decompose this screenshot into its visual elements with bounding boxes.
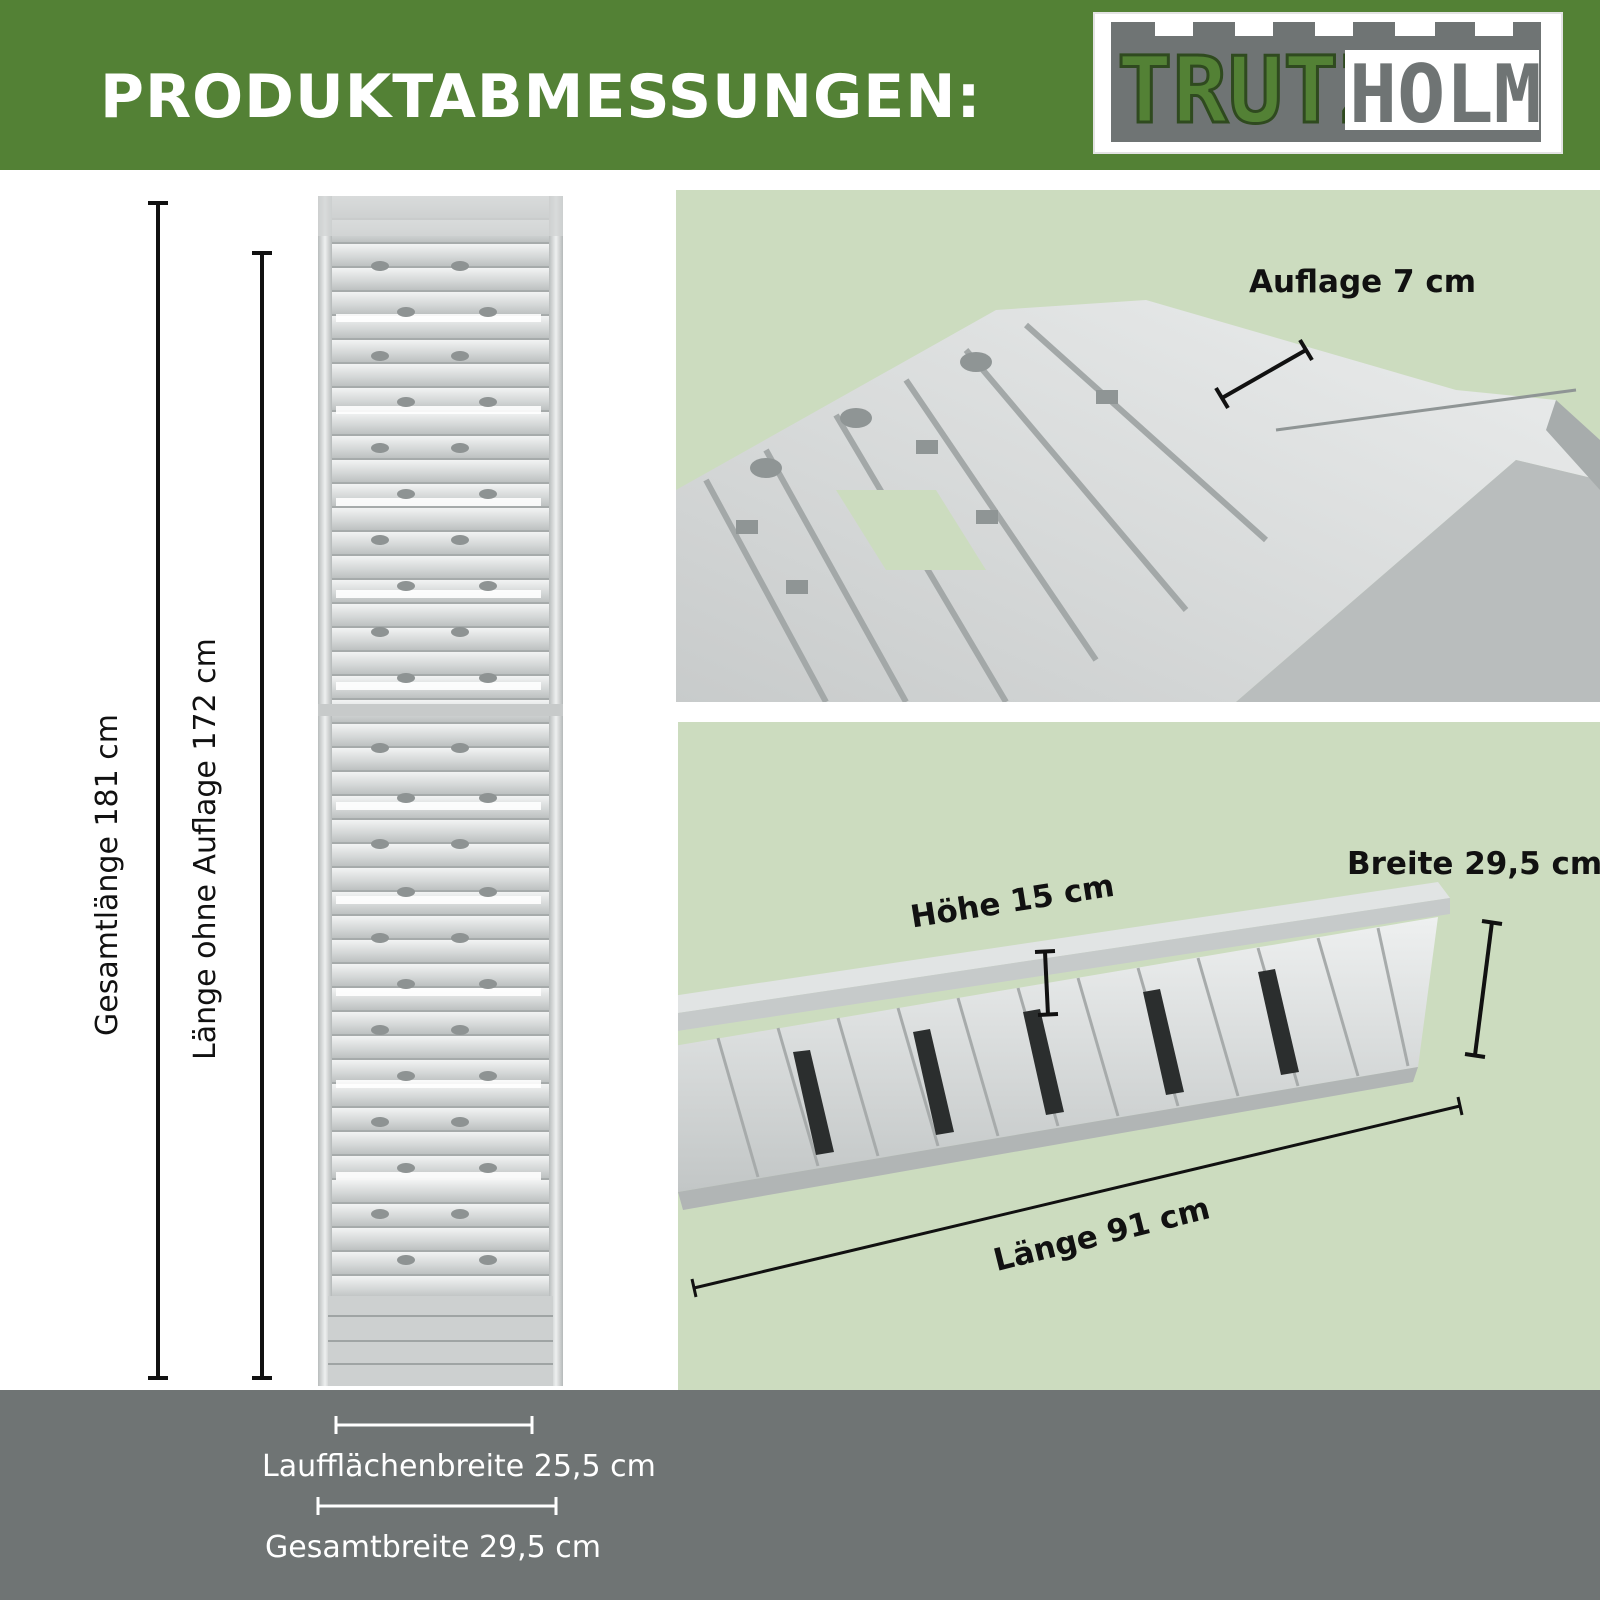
label-width-folded: Breite 29,5 cm — [1347, 846, 1600, 882]
label-total-length: Gesamtlänge 181 cm — [90, 714, 125, 1036]
castle-logo-icon: TRUTZ HOLM — [1111, 22, 1542, 146]
support-detail-panel — [676, 190, 1600, 702]
logo-text-holm: HOLM — [1349, 48, 1542, 141]
label-support: Auflage 7 cm — [1249, 264, 1477, 300]
label-tread-width: Laufflächenbreite 25,5 cm — [262, 1449, 656, 1484]
header-bar: PRODUKTABMESSUNGEN: TRUTZ HOLM — [0, 0, 1600, 170]
page-title: PRODUKTABMESSUNGEN: — [100, 62, 982, 132]
label-length-without-support: Länge ohne Auflage 172 cm — [188, 638, 223, 1060]
footer-bar — [0, 1390, 1600, 1600]
ramp-front-view-image — [318, 196, 563, 1386]
ramp-support-detail-image — [676, 300, 1600, 702]
label-total-width: Gesamtbreite 29,5 cm — [265, 1530, 602, 1565]
folded-ramp-panel — [678, 722, 1600, 1390]
brand-logo: TRUTZ HOLM — [1093, 12, 1563, 154]
folded-ramp-image — [678, 882, 1450, 1210]
